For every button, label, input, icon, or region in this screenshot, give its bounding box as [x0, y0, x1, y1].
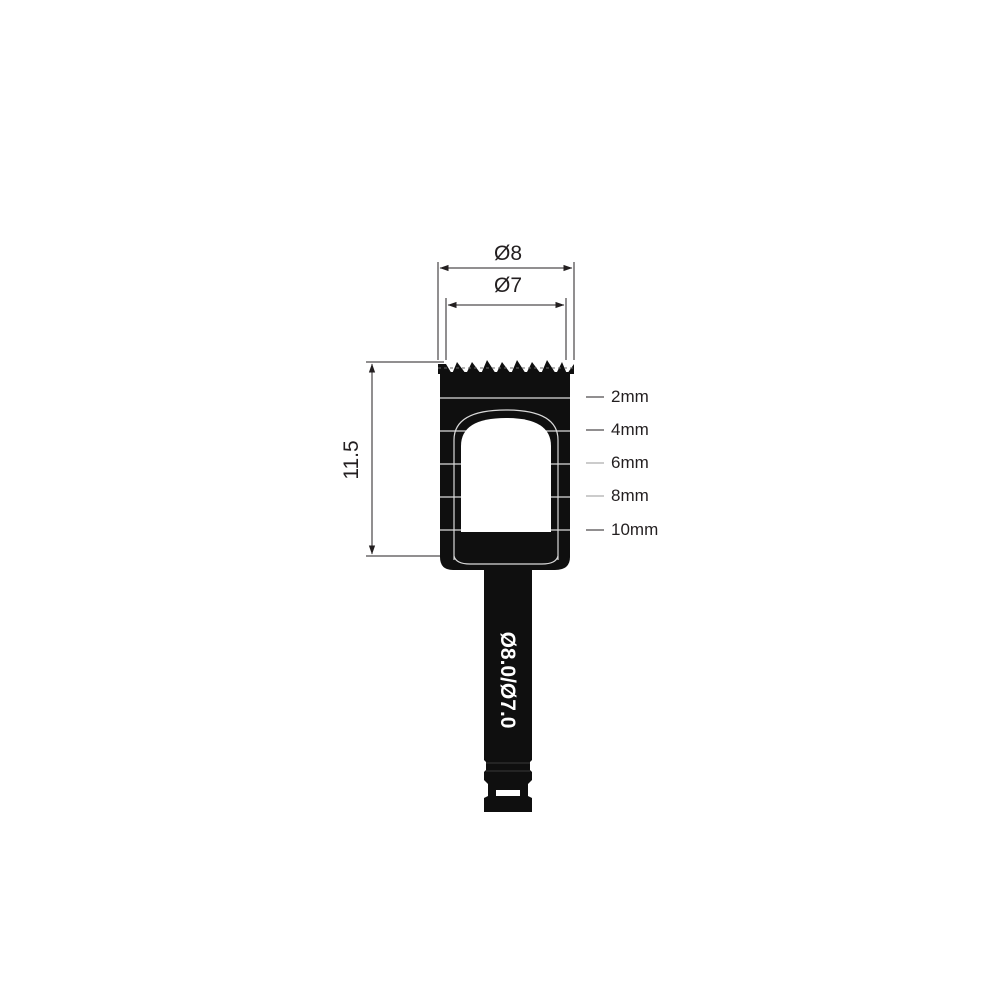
depth-marks: 2mm 4mm 6mm 8mm 10mm: [586, 387, 658, 539]
shaft-body: [484, 566, 532, 812]
window-outer-frame: [453, 409, 559, 560]
inner-diameter-dimension: Ø7: [445, 274, 567, 360]
length-dimension: 11.5: [340, 361, 444, 557]
depth-label-8mm: 8mm: [611, 486, 649, 505]
depth-label-10mm: 10mm: [611, 520, 658, 539]
drill-head: [438, 360, 574, 570]
shaft-latch-notch: [496, 790, 520, 796]
outer-diameter-label: Ø8: [494, 242, 522, 265]
shaft-engraving: Ø8.0/Ø7.0: [496, 632, 519, 729]
depth-label-2mm: 2mm: [611, 387, 649, 406]
depth-label-6mm: 6mm: [611, 453, 649, 472]
inner-diameter-label: Ø7: [494, 274, 522, 297]
bottom-frame-line: [453, 555, 559, 565]
drill-shaft: Ø8.0/Ø7.0: [484, 566, 532, 812]
side-window: [461, 418, 551, 532]
outer-diameter-dimension: Ø8: [437, 242, 575, 360]
length-label: 11.5: [340, 440, 363, 479]
saw-teeth: [438, 360, 574, 374]
depth-label-4mm: 4mm: [611, 420, 649, 439]
